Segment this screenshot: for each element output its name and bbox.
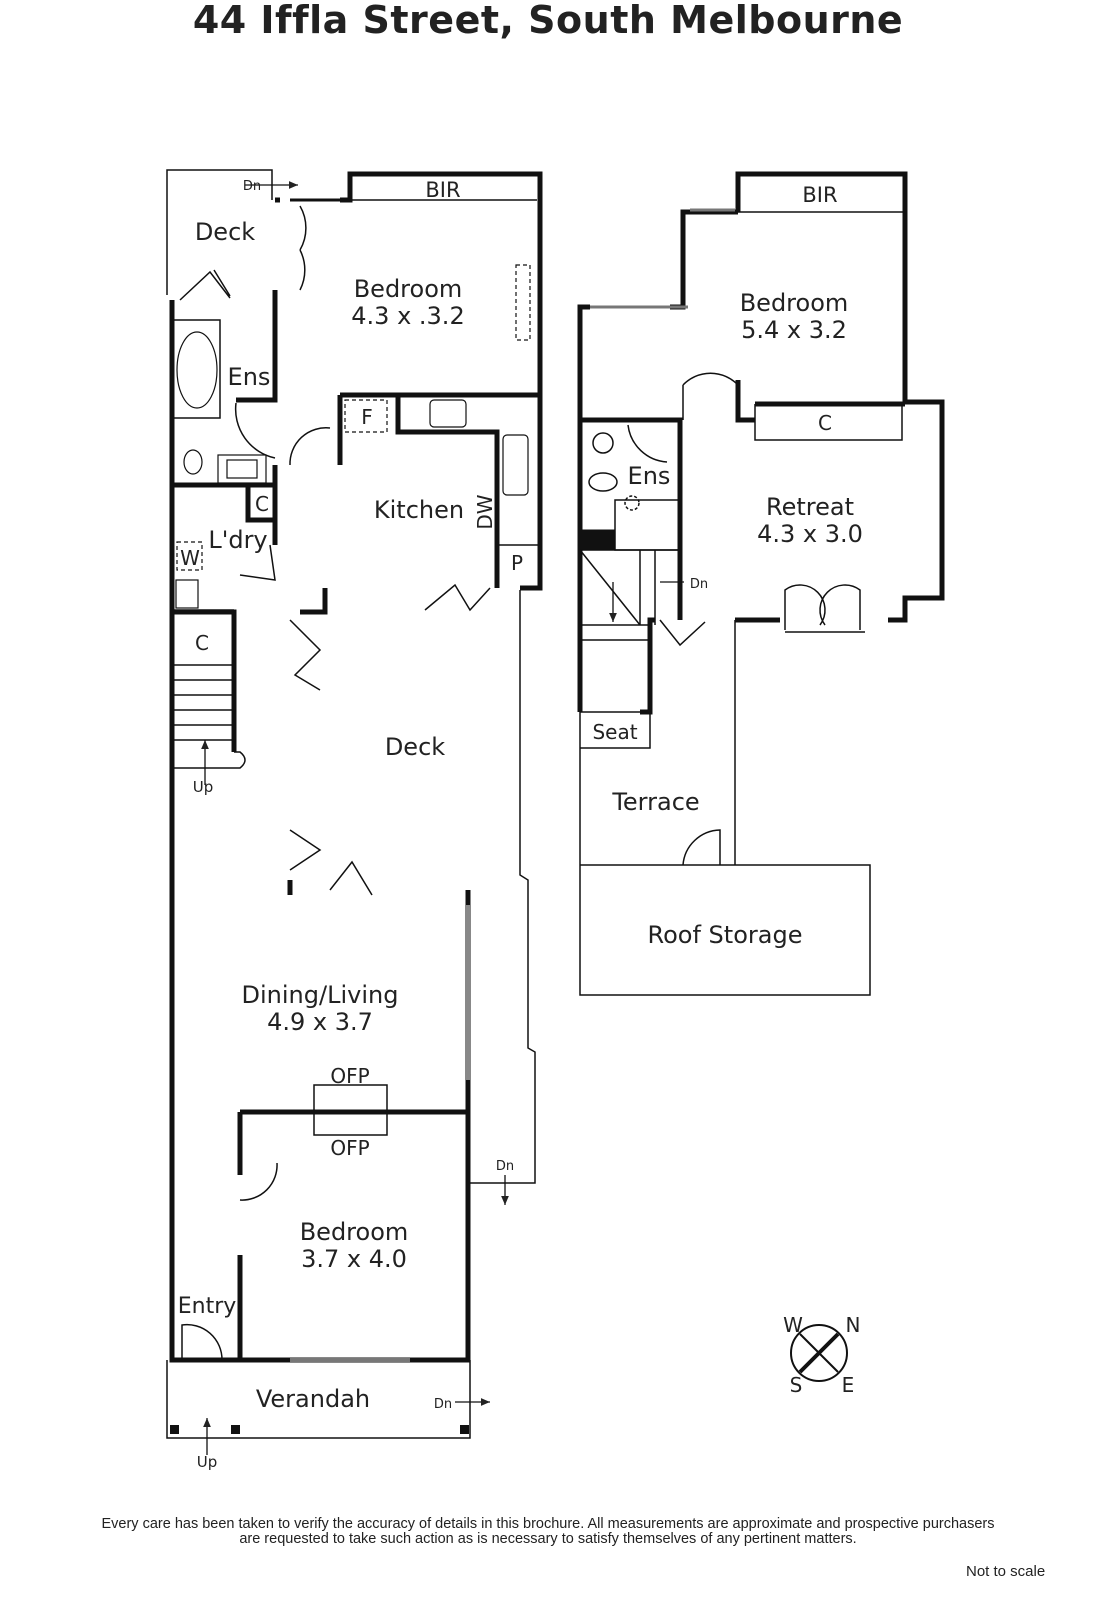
room-labels: Deck Dn BIR Bedroom 4.3 x .3.2 Ens F Kit… bbox=[178, 178, 863, 1471]
disclaimer-line2: are requested to take such action as is … bbox=[239, 1531, 857, 1547]
stairs-up-label: Up bbox=[193, 778, 214, 796]
stairs-dn-label: Dn bbox=[690, 577, 708, 592]
compass-w: W bbox=[783, 1313, 803, 1337]
kitchen-label: Kitchen bbox=[374, 496, 464, 524]
dn-verandah-label: Dn bbox=[434, 1397, 452, 1412]
dining-size: 4.9 x 3.7 bbox=[267, 1008, 373, 1036]
retreat-size: 4.3 x 3.0 bbox=[757, 520, 863, 548]
retreat-name: Retreat bbox=[766, 493, 854, 521]
upper-bir-label: BIR bbox=[802, 183, 837, 207]
dn-label: Dn bbox=[243, 179, 261, 194]
bedroom1-size: 4.3 x .3.2 bbox=[351, 302, 464, 330]
fridge-label: F bbox=[361, 405, 373, 429]
upper-bedroom-size: 5.4 x 3.2 bbox=[741, 316, 847, 344]
disclaimer-line1: Every care has been taken to verify the … bbox=[101, 1516, 995, 1532]
ground-floor-walls bbox=[166, 169, 543, 1455]
upper-bedroom-name: Bedroom bbox=[740, 289, 849, 317]
dishwasher-label: DW bbox=[473, 494, 497, 529]
bedroom1-name: Bedroom bbox=[354, 275, 463, 303]
bir-label: BIR bbox=[425, 178, 460, 202]
ensuite-label: Ens bbox=[228, 363, 271, 391]
dining-name: Dining/Living bbox=[242, 981, 399, 1009]
verandah-label: Verandah bbox=[256, 1385, 370, 1413]
roof-storage-label: Roof Storage bbox=[648, 921, 803, 949]
cupboard2-label: C bbox=[195, 631, 209, 655]
ofp-bottom-label: OFP bbox=[330, 1136, 369, 1160]
deck-rear-label: Deck bbox=[195, 218, 255, 246]
upper-ensuite-label: Ens bbox=[628, 462, 671, 490]
pantry-label: P bbox=[511, 551, 523, 575]
terrace-label: Terrace bbox=[611, 788, 699, 816]
compass-icon bbox=[790, 1324, 848, 1382]
washer-label: W bbox=[180, 546, 200, 570]
plan-title: 44 Iffla Street, South Melbourne bbox=[192, 0, 904, 42]
cupboard1-label: C bbox=[255, 492, 269, 516]
dn-side-label: Dn bbox=[496, 1159, 514, 1174]
upper-cupboard-label: C bbox=[818, 411, 832, 435]
deck-mid-label: Deck bbox=[385, 733, 445, 761]
compass-n: N bbox=[846, 1313, 861, 1337]
seat-label: Seat bbox=[592, 720, 637, 744]
disclaimer: Every care has been taken to verify the … bbox=[0, 1517, 1096, 1547]
compass-e: E bbox=[842, 1373, 855, 1397]
upper-floor-walls bbox=[577, 171, 945, 996]
not-to-scale: Not to scale bbox=[966, 1563, 1046, 1580]
bedroom2-name: Bedroom bbox=[300, 1218, 409, 1246]
bedroom2-size: 3.7 x 4.0 bbox=[301, 1245, 407, 1273]
entry-label: Entry bbox=[178, 1294, 237, 1319]
up-front-label: Up bbox=[197, 1453, 218, 1471]
compass-s: S bbox=[790, 1373, 803, 1397]
ofp-top-label: OFP bbox=[330, 1064, 369, 1088]
laundry-label: L'dry bbox=[208, 526, 267, 554]
